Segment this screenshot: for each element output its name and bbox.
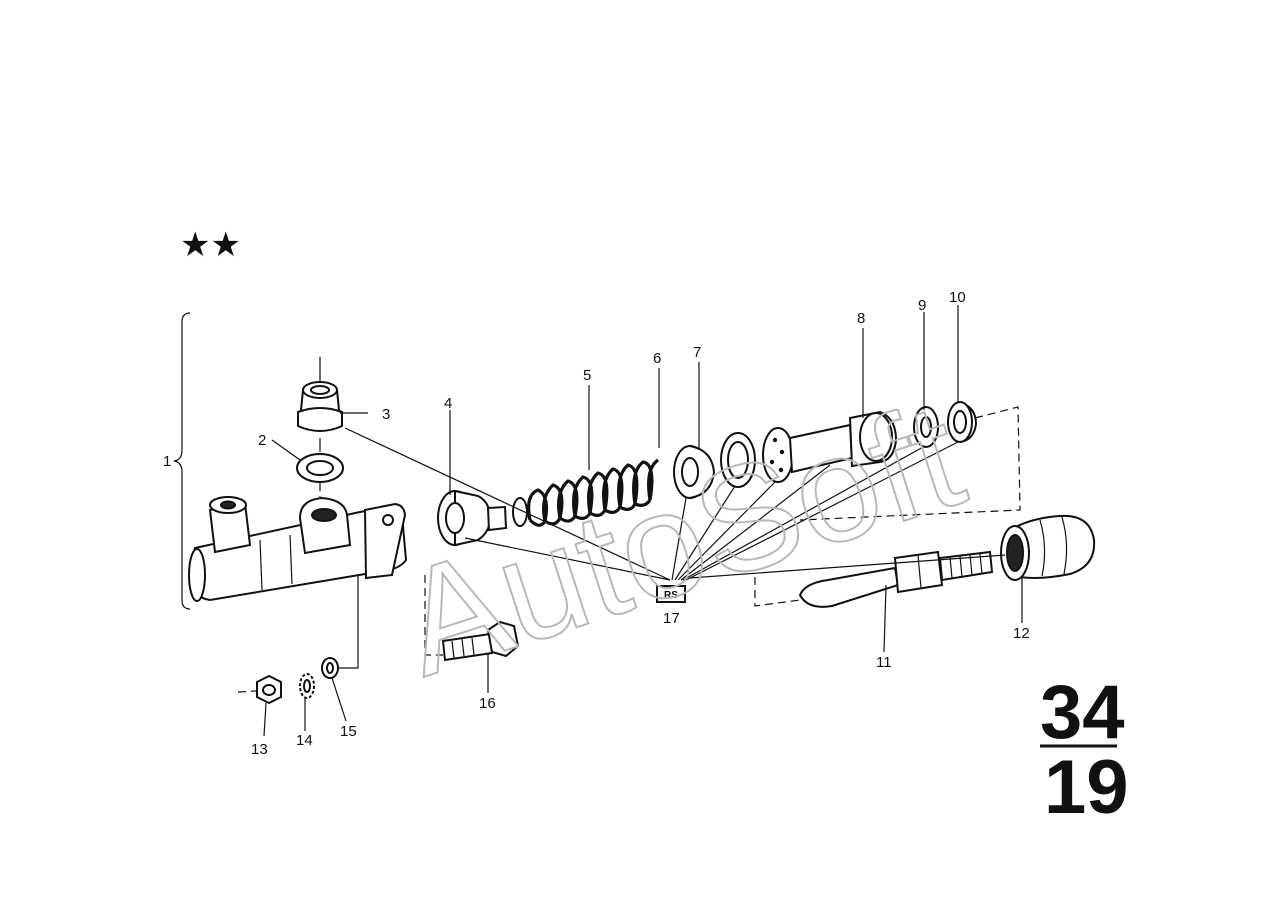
piston: [762, 410, 898, 483]
hex-nut: [237, 674, 282, 705]
circlip: [947, 401, 978, 443]
seal-ring: [296, 453, 344, 483]
callout-16: 16: [479, 695, 496, 712]
page-ref-group: 34: [1040, 670, 1125, 755]
repair-kit-badge: RS: [656, 585, 686, 603]
primary-cup-seal: [673, 445, 716, 499]
callout-17: 17: [663, 610, 680, 627]
piston-valve: [437, 489, 508, 547]
callout-11: 11: [876, 654, 892, 671]
callout-leaders: [263, 305, 1023, 737]
flat-washer: [321, 575, 359, 679]
callout-5: 5: [583, 367, 591, 384]
callout-4: 4: [444, 395, 452, 412]
hex-bolt: [424, 575, 520, 662]
lock-washer: [299, 673, 315, 699]
callout-8: 8: [857, 310, 865, 327]
secondary-seal-ring: [720, 432, 756, 488]
repair-kit-badge-label: RS: [664, 590, 678, 601]
washer: [913, 406, 939, 448]
clutch-master-cylinder-housing: [188, 496, 408, 602]
callout-3: 3: [382, 406, 390, 423]
rubber-boot: [1000, 514, 1096, 581]
page-ref-sheet: 19: [1044, 745, 1129, 830]
callout-12: 12: [1013, 625, 1030, 642]
piston-axis-line: [799, 406, 1021, 521]
callout-1: 1: [163, 453, 171, 470]
screw-connector: [297, 357, 343, 452]
compression-spring: [512, 458, 660, 527]
callout-14: 14: [296, 732, 313, 749]
repair-kit-leader-lines: [344, 427, 1006, 581]
callout-7: 7: [693, 344, 701, 361]
page-reference: 34 19: [1040, 670, 1129, 830]
callout-10: 10: [949, 289, 966, 306]
callout-2: 2: [258, 432, 266, 449]
callout-9: 9: [918, 297, 926, 314]
callout-6: 6: [653, 350, 661, 367]
callout-13: 13: [251, 741, 268, 758]
star-symbols: ★★: [180, 225, 241, 265]
assembly-bracket: [173, 312, 191, 610]
callout-15: 15: [340, 723, 357, 740]
